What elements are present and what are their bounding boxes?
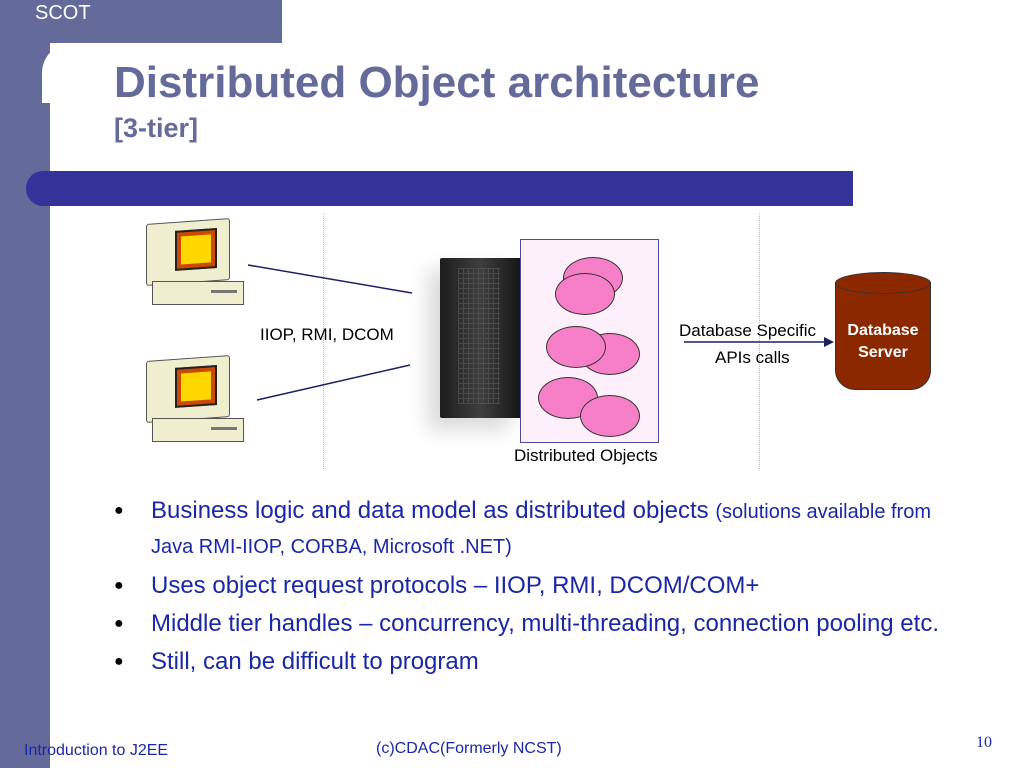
api-calls-label-line1: Database Specific [679, 321, 817, 340]
client-computer-icon [146, 218, 244, 311]
tier-separator-left [323, 214, 324, 469]
client2-connector-line [256, 364, 411, 401]
bullet-item: ● Uses object request protocols – IIOP, … [110, 569, 950, 602]
bullet-dot-icon: ● [114, 653, 124, 670]
distributed-object [546, 326, 606, 368]
distributed-objects-label: Distributed Objects [514, 446, 658, 465]
distributed-object [555, 273, 615, 315]
db-label-line1: Database [847, 322, 919, 339]
bullet-note: (solutions available from Java RMI-IIOP,… [151, 501, 931, 558]
app-server-icon [440, 258, 522, 418]
slide-corner-curve [42, 43, 282, 103]
bullet-text: Business logic and data model as distrib… [151, 497, 709, 524]
brand-label: SCOT [35, 2, 91, 24]
database-server-icon: Database Server [835, 272, 931, 390]
footer-copyright: (c)CDAC(Formerly NCST) [376, 740, 562, 757]
bullet-text: Middle tier handles – concurrency, multi… [151, 610, 939, 637]
slide-sidebar [0, 0, 50, 768]
footer-course-title: Introduction to J2EE [24, 742, 169, 759]
db-label-line2: Server [858, 344, 908, 361]
bullet-text: Still, can be difficult to program [151, 648, 479, 675]
client1-connector-line [247, 264, 413, 294]
bullet-item: ● Business logic and data model as distr… [110, 494, 950, 564]
slide-title: Distributed Object architecture [114, 58, 760, 107]
slide-top-strip [0, 0, 282, 43]
bullet-dot-icon: ● [114, 502, 124, 519]
api-calls-label-line2: APIs calls [715, 348, 790, 367]
client-computer-icon [146, 355, 244, 448]
protocol-label: IIOP, RMI, DCOM [260, 325, 394, 344]
title-divider-bar [26, 171, 853, 206]
bullet-text: Uses object request protocols – IIOP, RM… [151, 572, 760, 599]
bullet-dot-icon: ● [114, 577, 124, 594]
bullet-list: ● Business logic and data model as distr… [110, 494, 950, 683]
slide-subtitle: [3-tier] [114, 113, 199, 143]
page-number: 10 [976, 734, 992, 751]
distributed-object [580, 395, 640, 437]
db-arrow-head [824, 337, 834, 347]
bullet-dot-icon: ● [114, 615, 124, 632]
bullet-item: ● Middle tier handles – concurrency, mul… [110, 607, 950, 640]
bullet-item: ● Still, can be difficult to program [110, 645, 950, 678]
